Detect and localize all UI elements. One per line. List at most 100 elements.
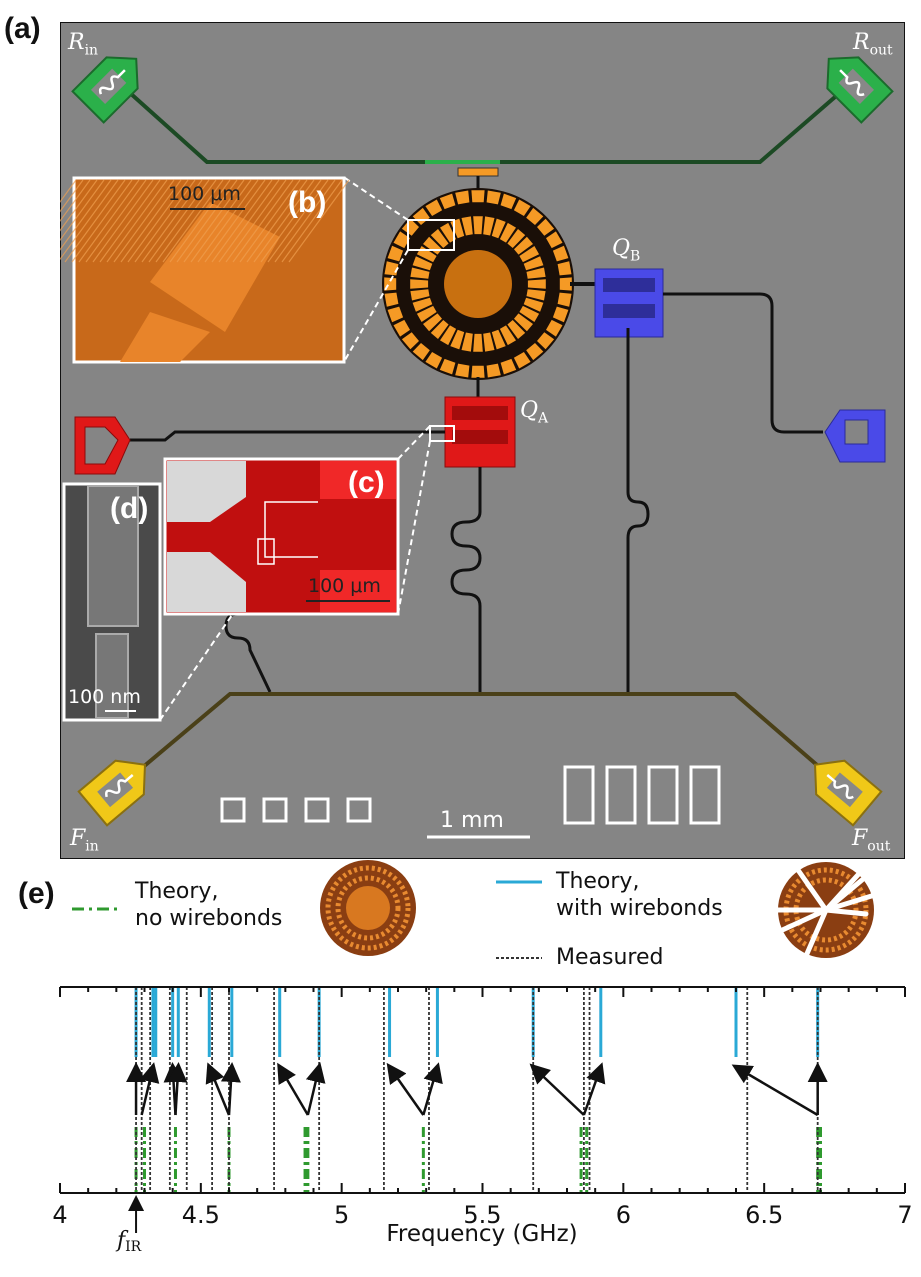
resonator-finger — [499, 222, 516, 243]
hatch-line — [225, 179, 287, 263]
qubit-a-flux-line — [450, 467, 482, 694]
hatch-line — [60, 179, 77, 203]
x-axis-label: Frequency (GHz) — [386, 1221, 577, 1247]
legend-label-no-wirebonds: Theory,no wirebonds — [135, 879, 283, 931]
chip-layout — [60, 22, 905, 859]
hatch-line — [169, 179, 231, 263]
hatch-line — [281, 179, 343, 263]
hatch-line — [92, 179, 154, 263]
scale-label-c: 100 μm — [308, 575, 381, 597]
resonator-finger — [519, 305, 540, 322]
qubit-b-flux-line — [626, 328, 650, 694]
chart-legend: Theory,no wirebonds Theory,with wirebond… — [0, 860, 921, 980]
r-out-pad — [826, 56, 894, 124]
hatch-line — [253, 179, 315, 263]
resonator-finger — [412, 297, 433, 312]
resonator-finger — [491, 329, 506, 350]
resonator-finger — [439, 358, 456, 375]
f-out-pad — [813, 759, 883, 827]
spiral-resonator — [382, 188, 574, 380]
resonator-finger — [430, 229, 449, 248]
resonator-finger — [557, 292, 572, 307]
hatch-line — [85, 179, 147, 263]
port-label-r-in: Rin — [68, 30, 99, 59]
resonator-icon-no-wirebonds — [320, 860, 416, 956]
resonator-icon-with-wirebonds — [773, 862, 881, 959]
resonator-finger — [455, 363, 470, 378]
hatch-line — [183, 179, 245, 263]
port-label-f-out: Fout — [852, 826, 891, 855]
hatch-line — [60, 179, 91, 223]
r-in-pad — [71, 56, 139, 124]
resonator-finger — [546, 319, 563, 337]
panel-label-c: (c) — [348, 466, 385, 499]
x-tick-label: 5 — [334, 1201, 349, 1229]
resonator-finger — [473, 333, 483, 352]
resonator-finger — [483, 332, 495, 352]
hatch-line — [239, 179, 301, 263]
hatch-line — [99, 179, 161, 263]
mode-shift-arrow — [582, 1062, 606, 1116]
resonator-finger — [412, 256, 433, 271]
resonator-finger — [557, 261, 572, 276]
qubit-a-drive-line — [130, 430, 445, 442]
inset-c-micrograph — [163, 457, 400, 616]
f-in-pad — [77, 759, 147, 827]
resonator-finger — [507, 229, 526, 248]
hatch-line — [162, 179, 224, 263]
resonator-finger — [440, 325, 457, 346]
legend-label-with-wirebonds: Theory,with wirebonds — [556, 869, 723, 921]
x-tick-label: 4.5 — [182, 1201, 220, 1229]
resonator-coupler — [457, 167, 499, 177]
legend-label-measured: Measured — [556, 945, 664, 970]
hatch-line — [113, 179, 175, 263]
hatch-line — [155, 179, 217, 263]
resonator-finger — [393, 319, 410, 337]
mode-shift-arrow — [277, 1062, 309, 1116]
resonator-center — [444, 250, 512, 318]
resonator-finger — [486, 190, 501, 205]
resonator-finger — [491, 218, 506, 239]
resonator-finger — [527, 279, 546, 289]
resonator-finger — [387, 245, 404, 262]
hatch-line — [60, 179, 84, 213]
resonator-finger — [461, 332, 473, 352]
resonator-finger — [410, 279, 429, 289]
resonator-finger — [526, 289, 546, 301]
hatch-line — [246, 179, 308, 263]
test-structures — [563, 765, 721, 825]
port-label-r-out: Rout — [853, 30, 893, 59]
resonator-finger — [513, 352, 531, 369]
mode-shift-arrow — [205, 1062, 231, 1116]
resonator-finger — [387, 306, 404, 323]
hatch-line — [60, 179, 98, 232]
resonator-finger — [526, 343, 544, 361]
qubit-label-a: QA — [520, 398, 549, 427]
resonator-finger — [500, 358, 517, 375]
resonator-finger — [526, 207, 544, 225]
hatch-line — [106, 179, 168, 263]
resonator-finger — [552, 306, 569, 323]
zoom-box-b — [407, 219, 455, 251]
resonator-finger — [514, 236, 533, 255]
port-label-f-in: Fin — [70, 826, 99, 855]
hatch-line — [260, 179, 322, 263]
hatch-line — [60, 179, 119, 261]
mode-shift-arrow — [529, 1063, 585, 1116]
resonator-finger — [410, 267, 430, 279]
zoom-box-c — [429, 425, 455, 442]
hatch-line — [78, 179, 140, 263]
f-ir-annotation: fIR — [115, 1228, 142, 1255]
scale-label-d: 100 nm — [68, 686, 141, 708]
hatch-line — [288, 179, 350, 263]
x-tick-label: 6 — [616, 1201, 631, 1229]
resonator-finger — [401, 218, 419, 236]
resonator-finger — [483, 216, 495, 236]
hatch-line — [176, 179, 238, 263]
hatch-line — [120, 179, 182, 263]
resonator-finger — [499, 325, 516, 346]
alignment-marks-small — [220, 797, 372, 823]
resonator-finger — [546, 231, 563, 249]
hatch-line — [232, 179, 294, 263]
